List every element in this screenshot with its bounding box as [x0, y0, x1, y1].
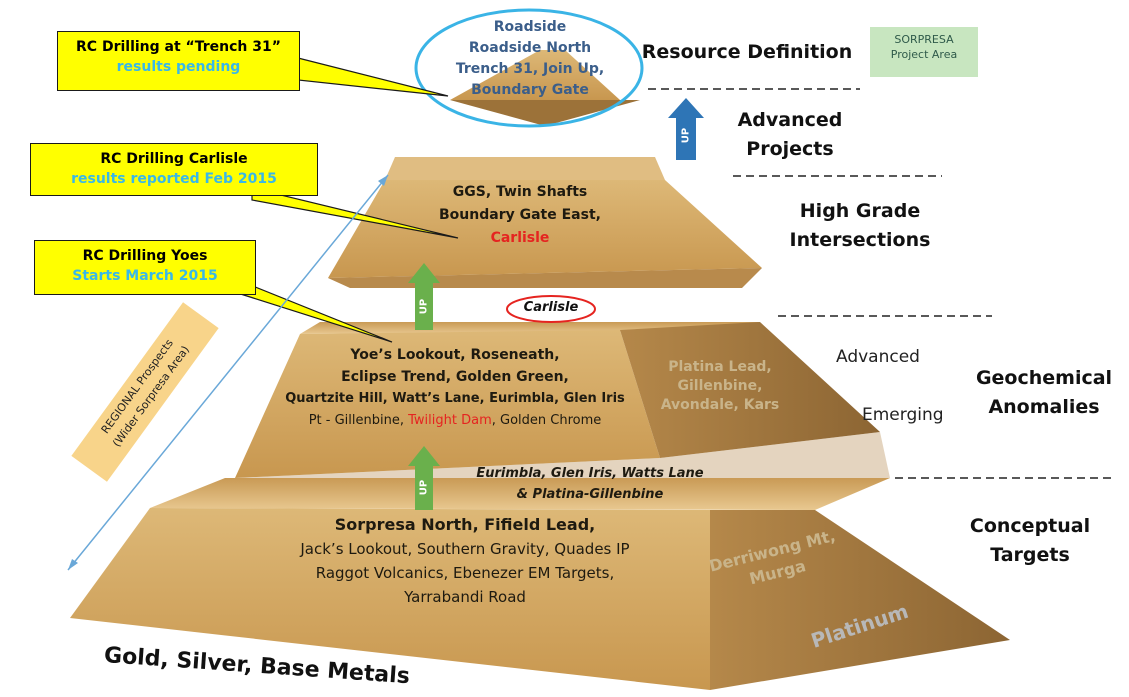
- tier3-side-text: Platina Lead, Gillenbine, Avondale, Kars: [655, 358, 785, 415]
- label-advanced-sub: Advanced: [836, 347, 920, 367]
- callout-carlisle-sub: results reported Feb 2015: [71, 171, 277, 187]
- carlisle-oval-label: Carlisle: [523, 300, 579, 315]
- tier3-front-face: [235, 330, 660, 478]
- top-tier-text: Roadside Roadside North Trench 31, Join …: [430, 17, 630, 101]
- callout-carlisle-title: RC Drilling Carlisle: [100, 151, 248, 167]
- tier3-line4-red: Twilight Dam: [408, 413, 492, 428]
- tier2-front-face: [328, 180, 762, 278]
- up-arrow-green-lower: [408, 446, 440, 510]
- tier4-line: Raggot Volcanics, Ebenezer EM Targets,: [315, 564, 615, 582]
- tier-geochemical: [225, 322, 890, 478]
- tier4-line: Jack’s Lookout, Southern Gravity, Quades…: [300, 540, 630, 558]
- between-tiers-text: Eurimbla, Glen Iris, Watts Lane & Platin…: [455, 463, 725, 505]
- tier1-front-face: [450, 50, 620, 100]
- callout-trench-title: RC Drilling at “Trench 31”: [76, 39, 281, 55]
- tier3-side-face: [620, 322, 880, 458]
- top-tier-line: Roadside: [493, 19, 567, 35]
- up-label-green-lower: UP: [418, 479, 430, 496]
- tier3-line4-a: Pt - Gillenbine,: [308, 413, 409, 428]
- label-conceptual-targets: Conceptual Targets: [950, 512, 1110, 570]
- callout-trench-31: RC Drilling at “Trench 31” results pendi…: [57, 31, 300, 91]
- label-high-grade-2: Intersections: [789, 229, 931, 251]
- tier4-line: Yarrabandi Road: [404, 588, 526, 606]
- callout-yoes: RC Drilling Yoes Starts March 2015: [34, 240, 256, 295]
- sorpresa-line2: Project Area: [890, 48, 958, 61]
- label-advanced-projects: Advanced Projects: [700, 106, 880, 164]
- callout-tail-trench: [297, 57, 449, 97]
- tier4-bold: Sorpresa North, Fifield Lead,: [334, 515, 596, 534]
- tier1-bottom-face: [450, 100, 640, 126]
- tier3-base-shadow: [225, 432, 890, 478]
- up-arrow-blue: [668, 98, 704, 160]
- tier2-top-face: [385, 157, 665, 180]
- callout-yoes-sub: Starts March 2015: [72, 268, 218, 284]
- label-conceptual-1: Conceptual: [969, 515, 1091, 537]
- tier3-line4: Pt - Gillenbine, Twilight Dam, Golden Ch…: [255, 410, 655, 432]
- label-high-grade-1: High Grade: [799, 200, 921, 222]
- sorpresa-line1: SORPRESA: [894, 33, 954, 46]
- tier3-line4-b: , Golden Chrome: [491, 413, 602, 428]
- label-advanced-1: Advanced: [737, 109, 843, 131]
- label-geochem-1: Geochemical: [975, 367, 1113, 389]
- label-resource-definition: Resource Definition: [641, 41, 853, 63]
- callout-carlisle: RC Drilling Carlisle results reported Fe…: [30, 143, 318, 196]
- tier4-top-face: [150, 478, 890, 510]
- label-geochemical-anomalies: Geochemical Anomalies: [960, 364, 1128, 422]
- tier2-line1: GGS, Twin Shafts: [452, 184, 588, 200]
- tier4-text: Sorpresa North, Fifield Lead, Jack’s Loo…: [235, 513, 695, 609]
- tier3-side-line: Platina Lead,: [668, 359, 772, 375]
- tier3-line1: Yoe’s Lookout, Roseneath,: [350, 347, 560, 363]
- label-emerging-sub: Emerging: [862, 405, 944, 425]
- label-conceptual-2: Targets: [990, 544, 1070, 566]
- between-line2: & Platina-Gillenbine: [516, 487, 664, 502]
- tier3-side-line: Avondale, Kars: [660, 397, 780, 413]
- sorpresa-project-area-box: SORPRESA Project Area: [870, 27, 978, 77]
- tier4-side-face: [710, 510, 1010, 690]
- tier3-line3: Quartzite Hill, Watt’s Lane, Eurimbla, G…: [285, 391, 625, 406]
- tier-conceptual: [70, 478, 1010, 690]
- label-high-grade: High Grade Intersections: [760, 197, 960, 255]
- tier-resource: [450, 50, 640, 126]
- top-tier-highlight-oval: [414, 8, 644, 128]
- callout-trench-sub: results pending: [116, 59, 241, 75]
- carlisle-oval: [506, 295, 596, 323]
- callout-yoes-title: RC Drilling Yoes: [82, 248, 208, 264]
- tier4-front-face: [70, 508, 710, 690]
- up-arrow-green-upper: [408, 263, 440, 330]
- tier3-text: Yoe’s Lookout, Roseneath, Eclipse Trend,…: [255, 344, 655, 432]
- tier3-line2: Eclipse Trend, Golden Green,: [341, 369, 569, 385]
- up-label-green-upper: UP: [418, 298, 430, 315]
- label-advanced-2: Projects: [746, 138, 834, 160]
- tier2-line2: Boundary Gate East,: [439, 207, 601, 223]
- tier2-text: GGS, Twin Shafts Boundary Gate East, Car…: [400, 181, 640, 250]
- label-geochem-2: Anomalies: [988, 396, 1100, 418]
- regional-double-arrow: [67, 174, 389, 571]
- tier2-line3: Carlisle: [490, 230, 550, 246]
- tier3-side-line: Gillenbine,: [677, 378, 763, 394]
- between-line1: Eurimbla, Glen Iris, Watts Lane: [476, 466, 704, 481]
- tier-high-grade: [328, 157, 762, 288]
- top-tier-line: Trench 31, Join Up,: [455, 61, 605, 77]
- top-tier-line: Boundary Gate: [471, 82, 589, 98]
- up-label-blue: UP: [680, 127, 692, 144]
- top-tier-line: Roadside North: [468, 40, 592, 56]
